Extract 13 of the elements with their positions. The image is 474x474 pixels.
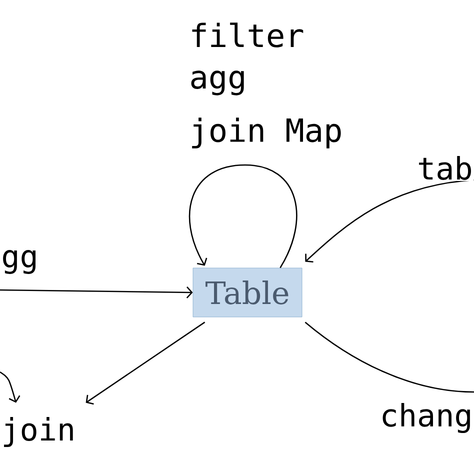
edge-label: gg	[0, 249, 40, 275]
edge-label: tab	[416, 155, 474, 181]
arrow	[0, 371, 20, 403]
arrow	[0, 286, 193, 298]
table-box: Table	[192, 268, 302, 318]
operation-label: agg	[191, 70, 244, 96]
curved-line	[304, 322, 474, 393]
arrow	[86, 322, 206, 405]
self-loop-arrow	[188, 164, 298, 268]
node-text: join	[4, 417, 73, 447]
operation-label: filter	[192, 22, 304, 48]
operation-label: join Map	[192, 118, 341, 148]
edge-label: chang	[378, 402, 474, 434]
